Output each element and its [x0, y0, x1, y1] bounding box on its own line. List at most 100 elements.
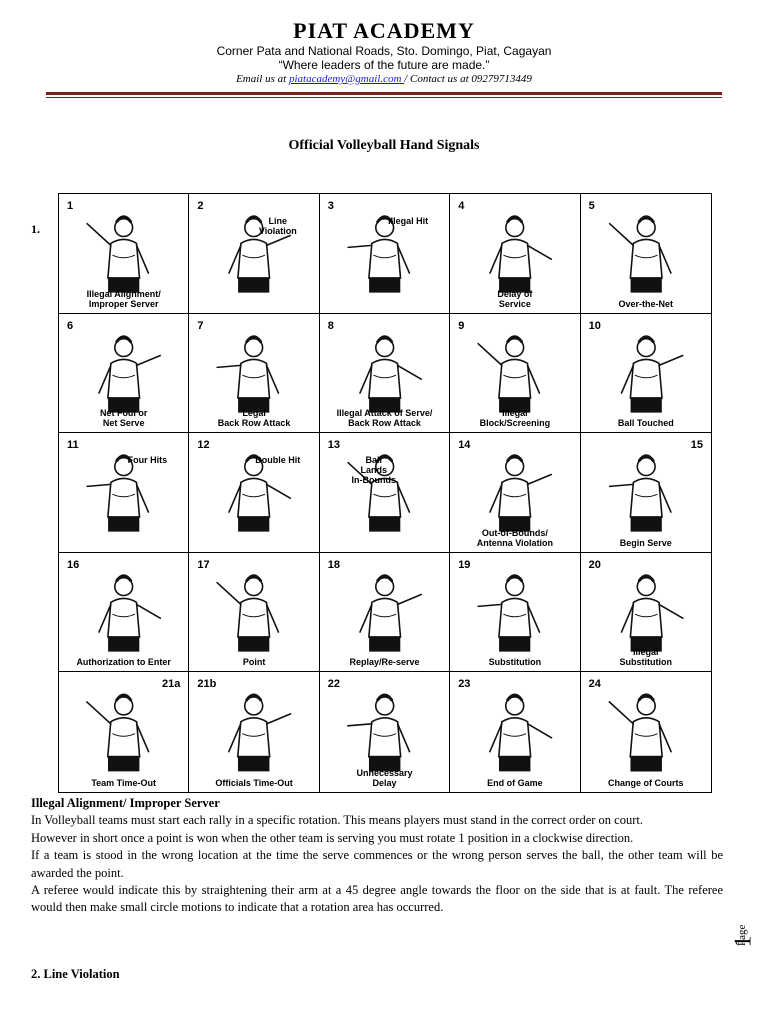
referee-figure-icon: [620, 574, 684, 652]
referee-figure-icon: [228, 215, 292, 293]
referee-figure-icon: [98, 334, 162, 413]
page-label: Page: [736, 924, 748, 946]
signal-number: 24: [588, 678, 601, 691]
paragraph: However in short once a point is won whe…: [31, 830, 634, 845]
signal-number: 22: [327, 678, 341, 691]
section-heading: Illegal Alignment/ Improper Server: [31, 796, 220, 810]
signal-caption: Team Time-Out: [91, 777, 157, 788]
referee-figure-icon: [608, 215, 672, 293]
signal-number: 13: [327, 439, 341, 452]
signal-number: 17: [197, 558, 210, 571]
school-address: Corner Pata and National Roads, Sto. Dom…: [216, 44, 552, 58]
referee-figure-icon: [620, 334, 684, 413]
referee-figure-icon: [216, 334, 280, 413]
signal-caption: Illegal Attack of Serve/ Back Row Attack: [336, 408, 433, 429]
signal-caption: Change of Courts: [608, 777, 684, 788]
signal-caption: Replay/Re-serve: [349, 657, 420, 668]
signal-caption: Illegal Block/Screening: [479, 408, 551, 429]
signal-caption: Double Hit: [255, 455, 301, 466]
referee-figure-icon: [86, 215, 150, 293]
signal-number: 21b: [197, 678, 217, 691]
referee-figure-icon: [477, 334, 541, 413]
referee-figure-icon: [477, 574, 541, 652]
signal-number: 9: [458, 319, 465, 332]
signal-number: 10: [588, 319, 601, 332]
signal-number: 19: [458, 558, 471, 571]
referee-figure-icon: [608, 454, 672, 532]
document-title: Official Volleyball Hand Signals: [288, 138, 480, 153]
signal-caption: Illegal Hit: [388, 216, 429, 226]
signal-number: 21a: [162, 678, 181, 691]
referee-figure-icon: [489, 215, 553, 293]
referee-figure-icon: [346, 693, 411, 772]
referee-figure-icon: [228, 693, 292, 772]
signal-number: 23: [458, 678, 471, 691]
signal-number: 2: [197, 200, 204, 212]
signal-caption: Begin Serve: [619, 537, 672, 548]
letterhead: PIAT ACADEMY Corner Pata and National Ro…: [0, 18, 768, 86]
header-rule-thin: [46, 97, 722, 98]
signal-caption: Delay of Service: [497, 288, 533, 309]
phone-text: / Contact us at 09279713449: [404, 73, 532, 85]
signal-number: 11: [67, 439, 79, 452]
signal-number: 18: [327, 558, 341, 571]
email-link[interactable]: piatacademy@gmail.com: [288, 73, 405, 85]
signal-caption: Authorization to Enter: [76, 657, 171, 668]
page-number: 1 Page: [731, 924, 766, 972]
contact-line: Email us at piatacademy@gmail.com / Cont…: [0, 72, 768, 86]
signal-caption: Ball Lands In-Bounds: [351, 455, 397, 486]
signal-caption: Substitution: [488, 657, 542, 668]
referee-figure-icon: [98, 574, 162, 652]
signal-caption: Line Violation: [258, 216, 297, 236]
referee-figure-icon: [608, 693, 672, 772]
signal-caption: Point: [242, 657, 266, 668]
referee-figure-icon: [489, 454, 553, 532]
paragraph: If a team is stood in the wrong location…: [31, 848, 723, 880]
signal-number: 16: [67, 558, 80, 571]
list-number: 1.: [31, 222, 40, 236]
referee-figure-icon: [347, 454, 410, 532]
signal-caption: End of Game: [487, 777, 543, 788]
signal-caption: Ball Touched: [617, 418, 674, 429]
signal-number: 14: [458, 439, 471, 452]
signal-caption: Officials Time-Out: [215, 777, 293, 788]
section-illegal-alignment: Illegal Alignment/ Improper Server In Vo…: [31, 795, 723, 917]
signal-caption: Over-the-Net: [618, 298, 674, 309]
signal-number: 12: [197, 439, 210, 452]
signal-caption: Four Hits: [127, 455, 168, 466]
referee-figure-icon: [86, 454, 150, 532]
signal-number: 5: [588, 200, 595, 212]
signal-number: 8: [327, 319, 334, 332]
referee-figure-icon: [86, 693, 150, 772]
referee-figure-icon: [358, 574, 422, 652]
signal-number: 7: [197, 319, 204, 332]
signal-caption: Net Foul or Net Serve: [99, 408, 148, 429]
school-name: PIAT ACADEMY: [293, 18, 475, 43]
email-prefix: Email us at: [236, 73, 289, 85]
signal-number: 20: [588, 558, 601, 571]
signal-number: 4: [458, 200, 465, 212]
header-rule-thick: [46, 92, 722, 95]
referee-figure-icon: [358, 334, 422, 413]
